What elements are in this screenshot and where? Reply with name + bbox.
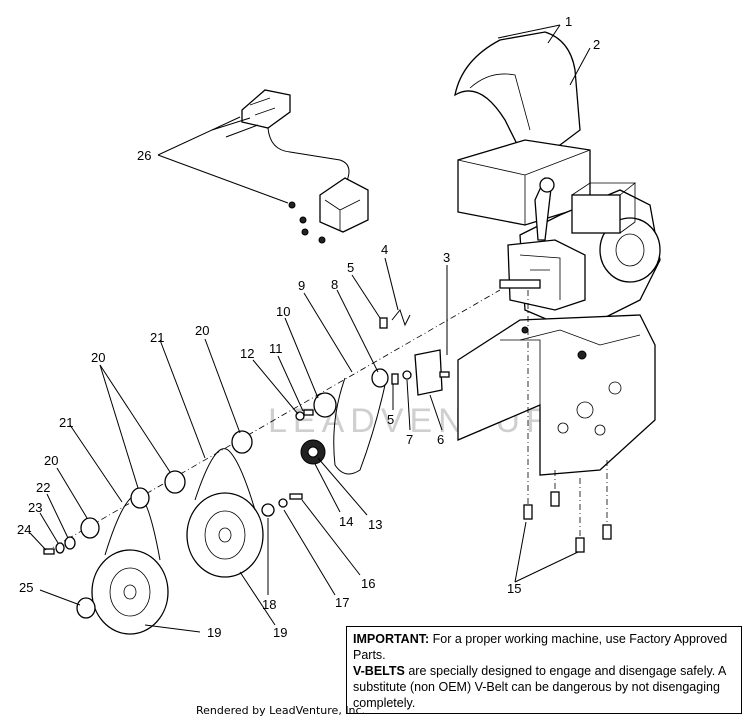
callout-12: 12 (240, 346, 254, 361)
callout-20-top: 20 (195, 323, 209, 338)
callout-1: 1 (565, 14, 572, 29)
callout-3: 3 (443, 250, 450, 265)
callout-4: 4 (381, 242, 388, 257)
leader-lines (29, 24, 591, 633)
callout-24: 24 (17, 522, 31, 537)
important-text: For a proper working machine, use Factor… (353, 632, 728, 662)
callout-25: 25 (19, 580, 33, 595)
electric-starter-assembly (211, 89, 369, 244)
callout-8: 8 (331, 277, 338, 292)
callout-18: 18 (262, 597, 276, 612)
vbelts-text: are specially designed to engage and dis… (353, 664, 726, 710)
vbelts-label: V-BELTS (353, 664, 405, 678)
callout-20-left: 20 (44, 453, 58, 468)
important-notice-box: IMPORTANT: For a proper working machine,… (346, 626, 742, 714)
callout-numbers: 1 2 3 4 5 5 6 7 8 9 10 11 12 13 14 15 16… (17, 14, 600, 640)
callout-22: 22 (36, 480, 50, 495)
callout-19-left: 19 (207, 625, 221, 640)
callout-5-upper: 5 (347, 260, 354, 275)
callout-14: 14 (339, 514, 353, 529)
belts-and-pulleys (43, 289, 501, 635)
callout-16: 16 (361, 576, 375, 591)
callout-17: 17 (335, 595, 349, 610)
callout-20-middle: 20 (91, 350, 105, 365)
callout-9: 9 (298, 278, 305, 293)
callout-19-right: 19 (273, 625, 287, 640)
callout-11: 11 (269, 341, 283, 356)
callout-6: 6 (437, 432, 444, 447)
callout-15: 15 (507, 581, 521, 596)
callout-7: 7 (406, 432, 413, 447)
bolt-set-15 (523, 290, 612, 553)
callout-26: 26 (137, 148, 151, 163)
callout-10: 10 (276, 304, 290, 319)
callout-5-lower: 5 (387, 412, 394, 427)
callout-2: 2 (593, 37, 600, 52)
render-credit: Rendered by LeadVenture, Inc. (196, 704, 366, 717)
important-label: IMPORTANT: (353, 632, 430, 646)
callout-21-left: 21 (59, 415, 73, 430)
callout-21-top: 21 (150, 330, 164, 345)
frame-plate (457, 314, 656, 476)
callout-23: 23 (28, 500, 42, 515)
engine-assembly (454, 31, 661, 326)
callout-13: 13 (368, 517, 382, 532)
